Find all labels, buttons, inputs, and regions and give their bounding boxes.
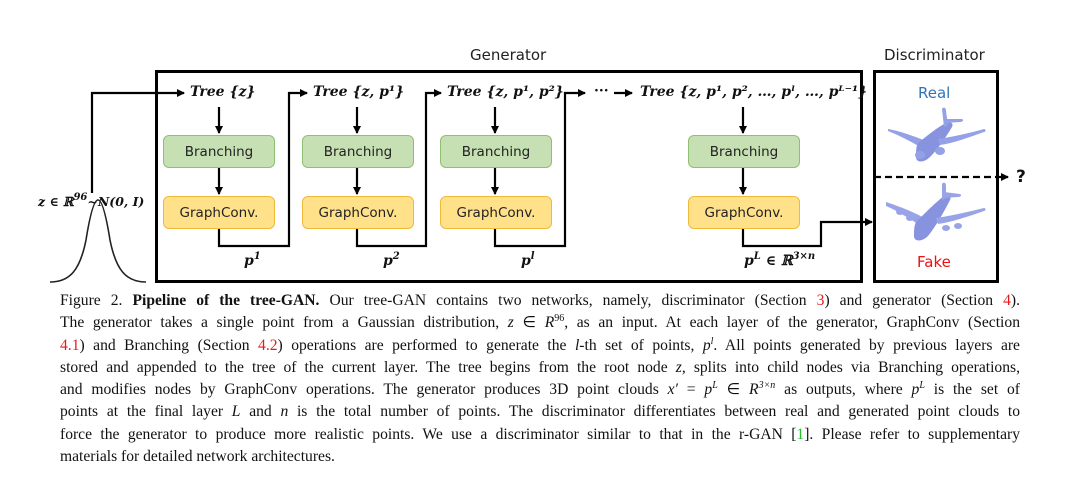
- caption-text: R: [544, 314, 555, 332]
- tree-label-1: Tree {z}: [190, 84, 256, 100]
- arrow-stage1-to-tree2: [217, 89, 308, 248]
- gaussian-curve: [49, 199, 147, 283]
- caption-text: , as an input. At each layer of the gene…: [564, 314, 1020, 332]
- caption-text: 3×n: [758, 380, 776, 392]
- caption-text: p: [702, 336, 711, 354]
- output-label-L: pL ∈ ℝ3×n: [744, 251, 816, 270]
- graphconv-box-2: GraphConv.: [302, 196, 414, 229]
- graphconv-box-3: GraphConv.: [440, 196, 552, 229]
- connector-lines: [49, 89, 1009, 283]
- caption-text: ).: [1010, 292, 1020, 309]
- output-label-2: p2: [383, 251, 400, 270]
- caption-text: ∈: [513, 314, 545, 332]
- caption-text: p: [704, 381, 713, 399]
- caption-text: Our tree-GAN contains two networks, name…: [319, 292, 817, 309]
- caption-text: z: [507, 314, 514, 332]
- caption-line: materials for detailed network architect…: [60, 446, 1020, 468]
- caption-text: The generator takes a single point from …: [60, 314, 508, 332]
- caption-text: points at the final layer: [60, 403, 232, 421]
- caption-text: stored and appended to the tree of the c…: [60, 358, 676, 376]
- branching-box-2: Branching: [302, 135, 414, 168]
- caption-text: l: [710, 335, 714, 347]
- tree-label-2: Tree {z, p¹}: [313, 84, 405, 100]
- caption-text: l: [574, 336, 580, 354]
- arrow-output-to-discriminator: [741, 218, 873, 248]
- caption-text: Figure 2.: [60, 292, 133, 309]
- caption-text: ) and Branching (Section: [79, 336, 259, 354]
- caption-text: materials for detailed network architect…: [60, 448, 335, 466]
- caption-text: p: [911, 381, 920, 399]
- caption-text: ) and generator (Section: [824, 292, 1004, 309]
- citation-link[interactable]: 1: [796, 425, 805, 443]
- fake-airplane-point-cloud: [886, 182, 986, 241]
- real-label: Real: [918, 84, 951, 102]
- output-label-1: p1: [244, 251, 261, 270]
- figure-caption: Figure 2. Pipeline of the tree-GAN. Our …: [60, 290, 1020, 468]
- caption-text: , splits into child nodes via Branching …: [681, 358, 1020, 376]
- caption-line: Figure 2. Pipeline of the tree-GAN. Our …: [60, 290, 1020, 312]
- caption-text: is the total number of points. The discr…: [288, 403, 1020, 421]
- caption-text: x′: [667, 381, 678, 399]
- input-distribution-label: z ∈ ℝ96~N(0, I): [38, 192, 145, 210]
- graphconv-box-L: GraphConv.: [688, 196, 800, 229]
- branching-box-1: Branching: [163, 135, 275, 168]
- caption-line: 4.1) and Branching (Section 4.2) operati…: [60, 335, 1020, 357]
- caption-line: The generator takes a single point from …: [60, 312, 1020, 334]
- caption-text: ) operations are performed to generate t…: [277, 336, 575, 354]
- caption-text: L: [231, 403, 241, 421]
- caption-line: points at the final layer L and n is the…: [60, 401, 1020, 423]
- caption-text: and modifies nodes by GraphConv operatio…: [60, 381, 668, 399]
- caption-text: . All points generated by previous layer…: [713, 336, 1020, 354]
- caption-text: ∈: [717, 381, 750, 399]
- section-reference-link[interactable]: 4.2: [258, 336, 278, 354]
- generator-title: Generator: [470, 46, 547, 64]
- caption-text: is the set of: [924, 381, 1020, 399]
- caption-line: and modifies nodes by GraphConv operatio…: [60, 379, 1020, 401]
- input-arrow: [90, 89, 185, 193]
- ellipsis: ···: [594, 83, 609, 99]
- caption-text: =: [677, 381, 705, 399]
- caption-text: L: [712, 380, 718, 392]
- caption-text: and: [240, 403, 281, 421]
- generator-frame: [155, 70, 863, 283]
- section-reference-link[interactable]: 3: [816, 292, 825, 309]
- caption-line: stored and appended to the tree of the c…: [60, 357, 1020, 379]
- fake-label: Fake: [917, 253, 951, 271]
- caption-text: 96: [554, 313, 565, 325]
- caption-text: as outputs, where: [775, 381, 912, 399]
- caption-bold-title: Pipeline of the tree-GAN.: [132, 292, 320, 309]
- caption-text: ]. Please refer to supplementary: [804, 425, 1020, 443]
- caption-text: R: [749, 381, 759, 399]
- discriminator-title: Discriminator: [884, 46, 985, 64]
- graphconv-box-1: GraphConv.: [163, 196, 275, 229]
- tree-label-3: Tree {z, p¹, p²}: [447, 84, 564, 100]
- branching-box-3: Branching: [440, 135, 552, 168]
- output-label-l: pl: [521, 251, 535, 270]
- caption-text: z: [675, 358, 682, 376]
- section-reference-link[interactable]: 4: [1003, 292, 1011, 309]
- tree-label-L: Tree {z, p¹, p², …, pˡ, …, pᴸ⁻¹}: [640, 84, 868, 100]
- caption-line: force the generator to produce more real…: [60, 424, 1020, 446]
- section-reference-link[interactable]: 4.1: [60, 336, 80, 354]
- branching-box-L: Branching: [688, 135, 800, 168]
- arrow-stage3-to-ellipsis: [493, 89, 586, 248]
- caption-text: -th set of points,: [579, 336, 703, 354]
- caption-text: L: [919, 380, 925, 392]
- decision-question-mark: ?: [1016, 167, 1026, 187]
- real-airplane-point-cloud: [888, 107, 986, 162]
- caption-text: force the generator to produce more real…: [60, 425, 797, 443]
- arrow-stage2-to-tree3: [355, 89, 442, 248]
- caption-text: n: [280, 403, 289, 421]
